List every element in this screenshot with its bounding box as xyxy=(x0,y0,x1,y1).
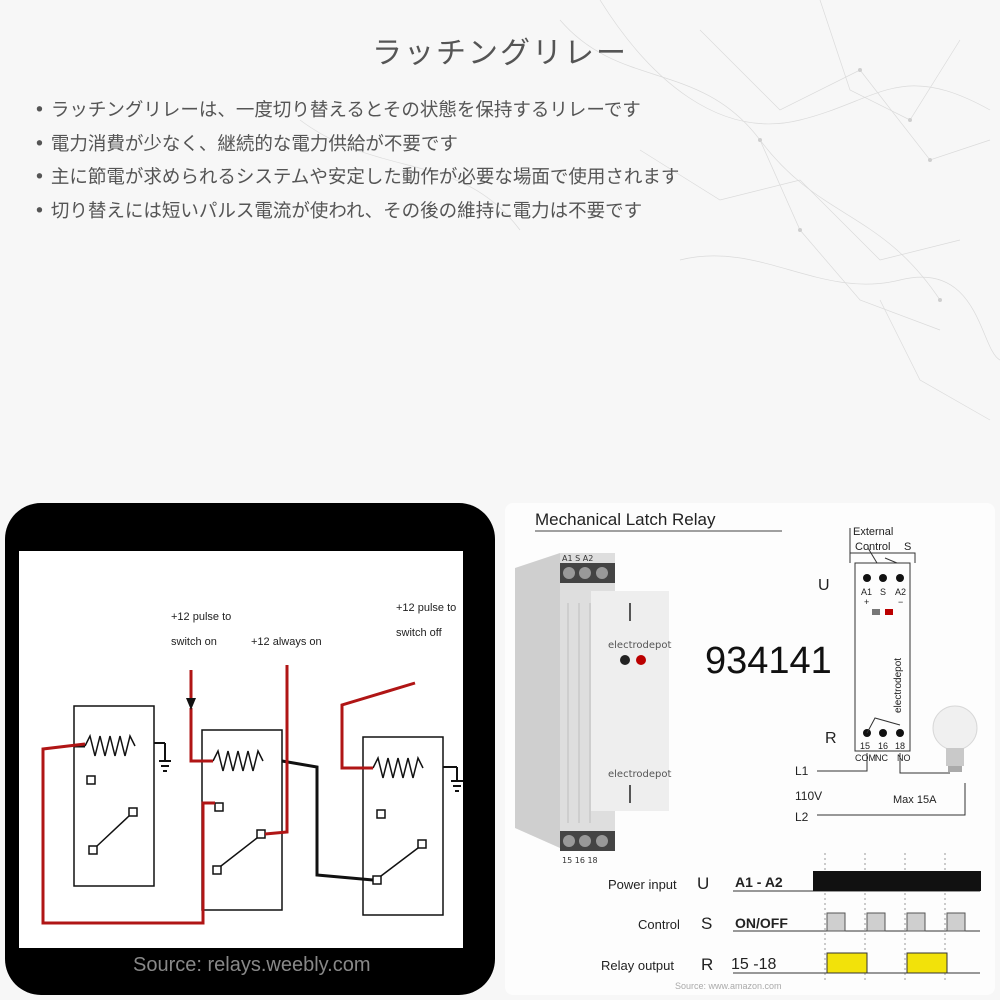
label-pulse-on-line1: +12 pulse to xyxy=(171,611,231,623)
terminal-15: 15 xyxy=(860,741,870,751)
network-background xyxy=(299,0,1000,421)
relay-output-terminal: 15 -18 xyxy=(731,956,776,973)
device-brand-top: electrodepot xyxy=(608,640,671,651)
terminal-a1-sign: + xyxy=(864,597,869,607)
relay-device: A1 S A2 15 16 18 electrodepot electrodep… xyxy=(515,553,671,865)
label-pulse-off-line1: +12 pulse to xyxy=(396,602,456,614)
external-control-line1: External xyxy=(853,526,893,538)
power-input-terminal: A1 - A2 xyxy=(735,874,783,890)
timing-diagram: Power input U A1 - A2 Control S ON/OFF R… xyxy=(601,853,981,991)
model-number: 934141 xyxy=(705,640,832,682)
schematic-brand: electrodepot xyxy=(893,658,904,713)
l1-label: L1 xyxy=(795,764,809,778)
relay-output-symbol: R xyxy=(701,955,713,974)
device-bottom-terminals: 15 16 18 xyxy=(562,856,598,865)
terminal-com: COM xyxy=(855,753,876,763)
relay-output-label: Relay output xyxy=(601,958,674,973)
r-label: R xyxy=(825,730,837,747)
l2-label: L2 xyxy=(795,810,809,824)
terminal-a2: A2 xyxy=(895,587,906,597)
terminal-nc: NC xyxy=(875,753,888,763)
max-current-label: Max 15A xyxy=(893,794,937,806)
label-pulse-off-line2: switch off xyxy=(396,627,443,639)
terminal-16: 16 xyxy=(878,741,888,751)
power-input-label: Power input xyxy=(608,877,677,892)
bullet-item: 切り替えには短いパルス電流が使われ、その後の維持に電力は不要です xyxy=(34,195,679,229)
control-symbol: S xyxy=(701,914,712,933)
source-caption: Source: relays.weebly.com xyxy=(133,954,371,976)
device-brand-bottom: electrodepot xyxy=(608,769,671,780)
label-pulse-on-line2: switch on xyxy=(171,636,217,648)
wiring-schematic: External Control S U R A1 S A2 + − elect… xyxy=(795,526,978,824)
slide-title: ラッチングリレー xyxy=(372,36,628,71)
latch-relay-product-image: Mechanical Latch Relay A1 S A2 15 16 18 … xyxy=(505,503,995,995)
bullet-item: ラッチングリレーは、一度切り替えるとその状態を保持するリレーです xyxy=(34,94,679,128)
light-bulb-icon xyxy=(932,705,978,772)
bullet-list: ラッチングリレーは、一度切り替えるとその状態を保持するリレーです 電力消費が少な… xyxy=(34,94,679,228)
terminal-s: S xyxy=(880,587,886,597)
bullet-item: 電力消費が少なく、継続的な電力供給が不要です xyxy=(34,128,679,162)
terminal-no: NO xyxy=(897,753,911,763)
relay-wiring-diagram-image: +12 pulse to switch on +12 always on +12… xyxy=(5,503,495,995)
external-control-line2: Control xyxy=(855,541,890,553)
device-top-terminals: A1 S A2 xyxy=(562,554,593,563)
terminal-a1: A1 xyxy=(861,587,872,597)
voltage-label: 110V xyxy=(795,789,822,803)
label-always-on: +12 always on xyxy=(251,636,322,648)
power-input-symbol: U xyxy=(697,874,709,893)
terminal-a2-sign: − xyxy=(898,597,903,607)
terminal-18: 18 xyxy=(895,741,905,751)
right-source-caption: Source: www.amazon.com xyxy=(675,981,782,991)
bullet-item: 主に節電が求められるシステムや安定した動作が必要な場面で使用されます xyxy=(34,161,679,195)
external-control-s: S xyxy=(904,541,911,553)
u-label: U xyxy=(818,577,830,594)
control-label: Control xyxy=(638,917,680,932)
control-terminal: ON/OFF xyxy=(735,915,788,931)
product-title: Mechanical Latch Relay xyxy=(535,510,716,529)
